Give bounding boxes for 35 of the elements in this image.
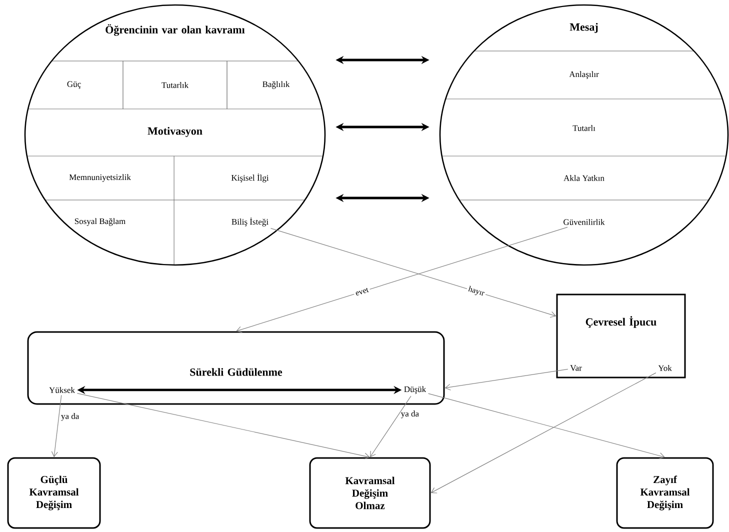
level-text: Yüksek — [49, 387, 75, 393]
segment-text: Sosyal Bağlam — [74, 218, 126, 226]
outcome-box: Zayıf Kavramsal Değişim — [616, 457, 714, 529]
segment-text: Güvenilirlik — [564, 219, 605, 225]
segment-text: Memnuniyetsizlik — [69, 174, 131, 182]
segment-text: Kişisel İlgi — [231, 174, 269, 182]
arrow — [370, 396, 412, 458]
arrow — [51, 394, 62, 458]
edge-label: ya da — [400, 410, 419, 418]
segment-text: Bağlılık — [262, 81, 290, 89]
segment-text: Anlaşılır — [569, 71, 599, 79]
arrow — [236, 226, 568, 333]
arrow — [428, 393, 665, 459]
edge-label: ya da — [61, 413, 80, 421]
ellipse-heading: Mesaj — [570, 23, 598, 33]
level-text: Yok — [658, 365, 672, 371]
arrow — [444, 368, 568, 390]
segment-text: Akla Yatkın — [564, 175, 604, 181]
arrow — [270, 228, 556, 318]
ellipse-heading: Öğrencinin var olan kavramı — [106, 24, 245, 36]
arrow — [430, 372, 656, 494]
box-heading: Çevresel İpucu — [586, 316, 656, 328]
level-text: Var — [570, 365, 582, 371]
segment-text: Tutarlı — [572, 125, 596, 131]
segment-text: Güç — [67, 81, 81, 89]
box-heading: Sürekli Güdülenme — [190, 368, 282, 376]
level-text: Düşük — [404, 386, 426, 394]
segment-heading: Motivasyon — [148, 127, 202, 137]
edge-label: evet — [353, 286, 371, 298]
segment-text: Biliş İsteği — [232, 218, 268, 226]
segment-text: Tutarlık — [162, 82, 189, 88]
edge-label: hayır — [466, 284, 488, 300]
arrow — [76, 393, 370, 460]
outcome-box: Kavramsal Değişim Olmaz — [309, 457, 431, 529]
outcome-box: Güçlü Kavramsal Değişim — [7, 457, 101, 529]
